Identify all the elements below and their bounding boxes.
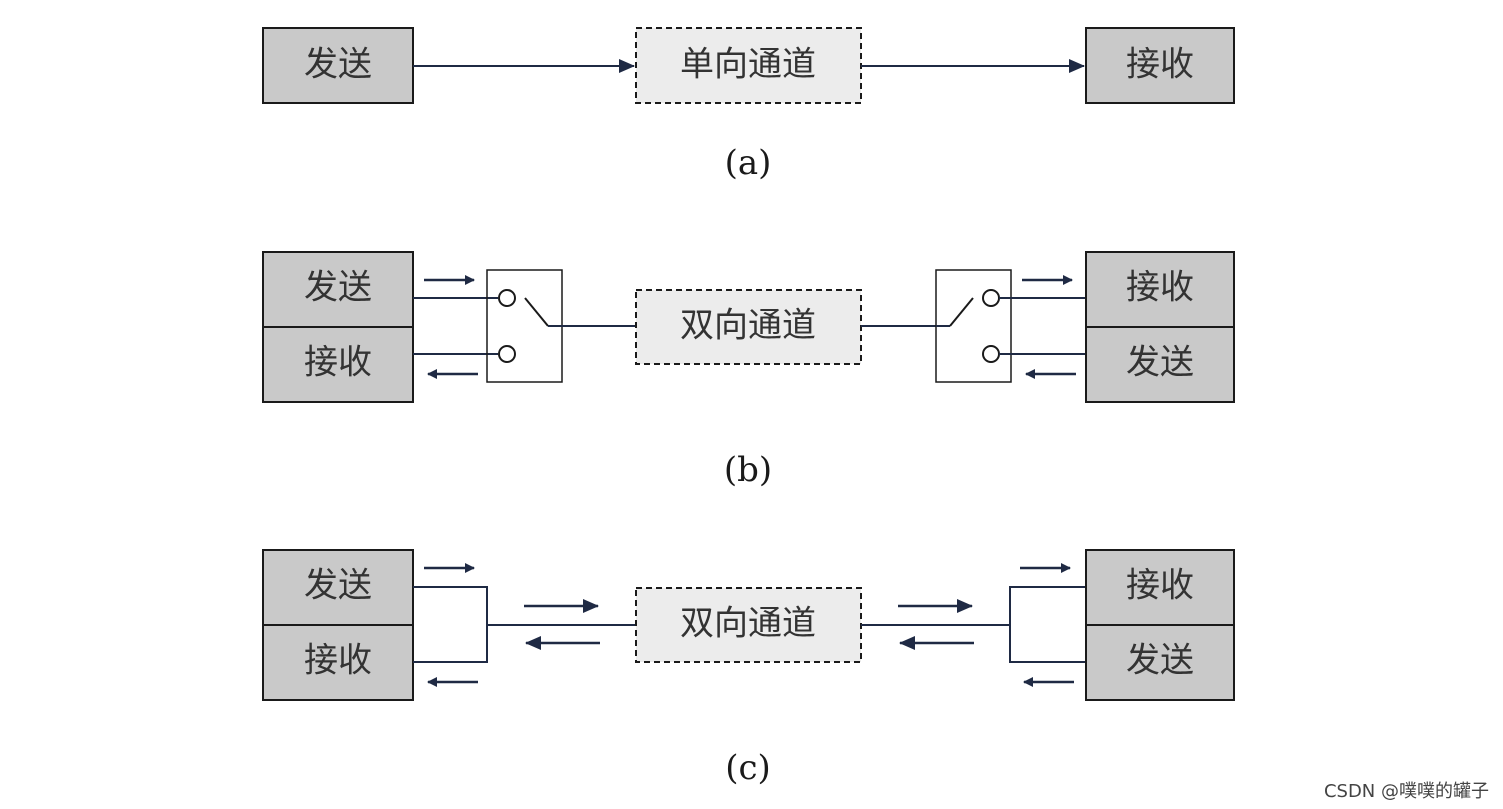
- left-switch: [486, 269, 563, 383]
- full-duplex-channel-label: 双向通道: [680, 604, 816, 644]
- panel-c: 发送 接收 双向通道 接收 发送 (c): [262, 549, 1235, 788]
- right-send-label: 发送: [1126, 343, 1194, 383]
- right-send-label: 发送: [1126, 641, 1194, 681]
- left-receive-label: 接收: [304, 641, 372, 681]
- left-send-label: 发送: [304, 268, 372, 308]
- simplex-channel-label: 单向通道: [680, 45, 816, 85]
- left-send-box: [262, 251, 414, 328]
- left-receive-box: [262, 326, 414, 403]
- right-send-box: [1085, 326, 1235, 403]
- left-receive-label: 接收: [304, 343, 372, 383]
- panel-a: 发送 单向通道 接收 (a): [262, 27, 1235, 183]
- receive-box-label: 接收: [1126, 45, 1194, 85]
- caption-b: (b): [724, 450, 772, 490]
- left-send-box: [262, 549, 414, 626]
- simplex-channel-box: [635, 27, 862, 104]
- send-box-label: 发送: [304, 45, 372, 85]
- receive-box: [1085, 27, 1235, 104]
- left-send-label: 发送: [304, 566, 372, 606]
- full-duplex-channel-box: [635, 587, 862, 663]
- left-bracket-wire: [413, 586, 488, 663]
- caption-a: (a): [725, 143, 772, 183]
- half-duplex-channel-box: [635, 289, 862, 365]
- panel-b: 发送 接收 双向通道: [262, 251, 1235, 490]
- right-receive-label: 接收: [1126, 566, 1194, 606]
- right-receive-box: [1085, 549, 1235, 626]
- right-receive-label: 接收: [1126, 268, 1194, 308]
- send-box: [262, 27, 414, 104]
- right-send-box: [1085, 624, 1235, 701]
- watermark: CSDN @噗噗的罐子: [1323, 781, 1489, 802]
- caption-c: (c): [725, 748, 771, 788]
- right-bracket-wire: [1009, 586, 1086, 663]
- half-duplex-channel-label: 双向通道: [680, 306, 816, 346]
- left-receive-box: [262, 624, 414, 701]
- right-switch: [935, 269, 1012, 383]
